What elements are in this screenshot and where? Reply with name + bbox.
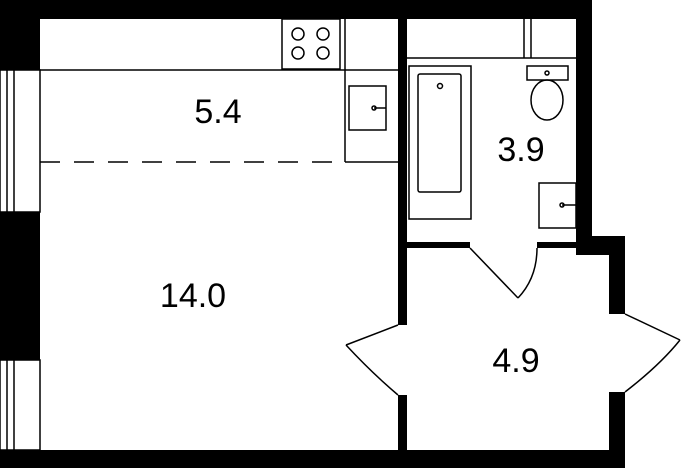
living-room-area-label: 14.0 bbox=[160, 277, 226, 315]
left-wall-middle bbox=[0, 212, 40, 360]
hallway-right-wall-upper bbox=[609, 236, 625, 314]
bathroom-sink bbox=[538, 182, 577, 229]
bath-hall-wall-right bbox=[537, 242, 582, 248]
partition-hall-wall-lower bbox=[398, 395, 407, 468]
hallway-inner-door bbox=[345, 324, 399, 396]
toilet bbox=[526, 65, 569, 121]
top-wall bbox=[0, 0, 592, 19]
window-upper bbox=[0, 69, 41, 213]
kitchen-sink bbox=[348, 85, 387, 131]
bathroom-door bbox=[469, 247, 538, 299]
entrance-door bbox=[624, 313, 681, 393]
bathroom-fixtures bbox=[407, 19, 576, 59]
walls bbox=[0, 0, 625, 468]
bathroom-right-wall bbox=[576, 0, 592, 237]
window-lower bbox=[0, 359, 41, 451]
stove bbox=[281, 18, 341, 70]
bottom-wall bbox=[0, 450, 625, 468]
bathtub bbox=[408, 65, 472, 220]
hallway-right-wall-lower bbox=[609, 392, 625, 468]
kitchen-counter bbox=[40, 19, 398, 163]
left-wall-upper bbox=[0, 0, 40, 70]
kitchen-area-label: 5.4 bbox=[194, 93, 241, 131]
hallway-area-label: 4.9 bbox=[492, 342, 539, 380]
bath-hall-wall-left bbox=[398, 242, 470, 248]
bathroom-area-label: 3.9 bbox=[497, 131, 544, 169]
partition-bath-wall bbox=[398, 0, 407, 325]
